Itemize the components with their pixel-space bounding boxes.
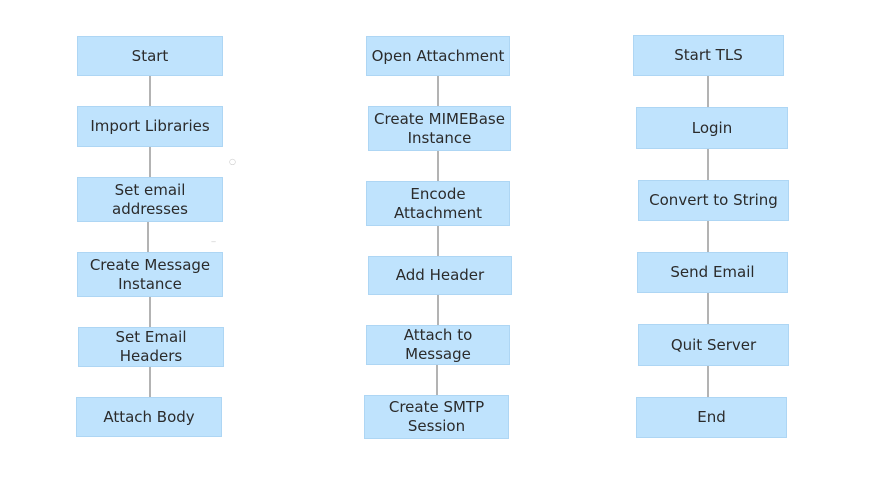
step-label: Create SMTP Session [388, 398, 485, 435]
connector-line [149, 76, 151, 106]
connector-line [707, 221, 709, 252]
step-label: Attach to Message [403, 326, 473, 363]
step-label: Quit Server [670, 335, 757, 354]
step-label: Create MIMEBase Instance [374, 109, 505, 147]
step-end: End [636, 397, 787, 438]
step-label: Add Header [395, 266, 485, 284]
connector-line [437, 151, 439, 181]
step-create-smtp-session: Create SMTP Session [364, 395, 509, 439]
connector-line [707, 293, 709, 324]
step-create-message-instance: Create Message Instance [77, 252, 223, 297]
step-label: Create Message Instance [89, 255, 211, 293]
step-label: Set email addresses [112, 180, 188, 218]
step-attach-body: Attach Body [76, 397, 222, 437]
step-label: End [697, 408, 726, 426]
step-label: Login [691, 118, 733, 137]
connector-line [437, 76, 439, 106]
connector-line [707, 366, 709, 397]
step-quit-server: Quit Server [638, 324, 789, 366]
step-label: Encode Attachment [394, 184, 482, 222]
step-create-mimebase-instance: Create MIMEBase Instance [368, 106, 511, 151]
connector-line [147, 222, 149, 252]
step-attach-to-message: Attach to Message [366, 325, 510, 365]
step-label: Open Attachment [371, 46, 505, 65]
connector-line [437, 295, 439, 325]
connector-line [149, 147, 151, 177]
connector-line [436, 365, 438, 395]
step-set-email-addresses: Set email addresses [77, 177, 223, 222]
step-encode-attachment: Encode Attachment [366, 181, 510, 226]
connector-line [707, 76, 709, 107]
step-send-email: Send Email [637, 252, 788, 293]
step-start-tls: Start TLS [633, 35, 784, 76]
step-convert-to-string: Convert to String [638, 180, 789, 221]
connector-line [437, 226, 439, 256]
step-open-attachment: Open Attachment [366, 36, 510, 76]
step-label: Import Libraries [90, 117, 210, 135]
step-import-libraries: Import Libraries [77, 106, 223, 147]
step-label: Send Email [670, 263, 755, 281]
step-login: Login [636, 107, 788, 149]
connector-line [149, 297, 151, 327]
step-label: Start TLS [674, 46, 743, 64]
step-add-header: Add Header [368, 256, 512, 295]
step-set-email-headers: Set Email Headers [78, 327, 224, 367]
stray-mark: ‒ [211, 237, 217, 246]
step-label: Start [131, 46, 169, 65]
step-start: Start [77, 36, 223, 76]
step-label: Attach Body [103, 407, 195, 426]
connector-line [149, 367, 151, 397]
connector-line [707, 149, 709, 180]
step-label: Set Email Headers [115, 328, 187, 365]
stray-mark: ○ [229, 157, 236, 166]
step-label: Convert to String [649, 191, 778, 209]
